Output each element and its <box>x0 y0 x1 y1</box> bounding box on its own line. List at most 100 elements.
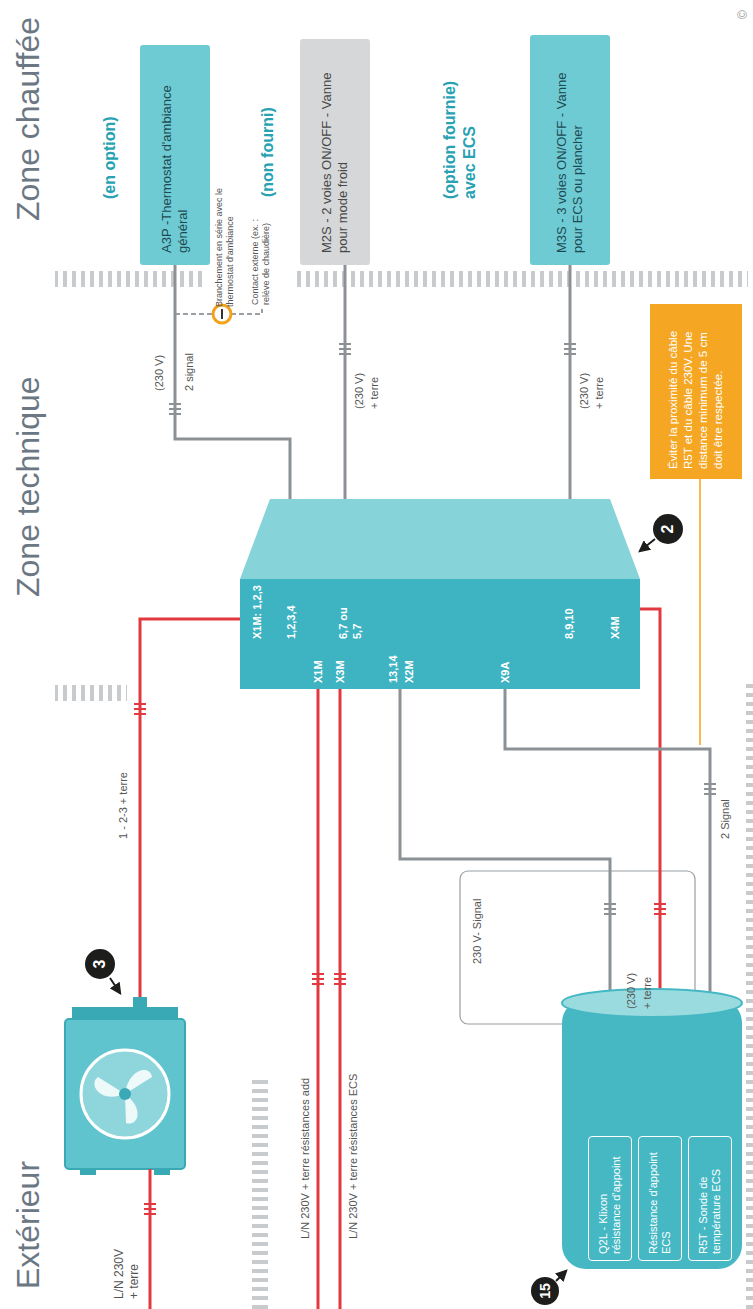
label-wrapper: (option fournie) avec ECS <box>440 49 480 199</box>
callout-arrow <box>640 539 655 551</box>
label-wrapper: + terre <box>592 349 606 409</box>
zone-separator <box>55 685 127 701</box>
tank-body <box>562 999 742 1269</box>
cable-label: L/N 230V + terre résistances ECS <box>346 1004 360 1239</box>
option-heading: (non fourni) <box>258 47 278 197</box>
box-text: A3P -Thermostat d'ambiance général <box>159 57 192 253</box>
cable-tick <box>604 908 616 910</box>
dashed-line <box>231 309 262 314</box>
terminal-label: X3M <box>333 641 347 683</box>
callout-number: 15 <box>537 1283 553 1299</box>
terminal-label: 13,14 <box>386 641 400 683</box>
cable-tick <box>144 1213 156 1215</box>
fan-blades <box>94 1070 152 1124</box>
cable-label: 230 V- Signal <box>470 899 484 964</box>
cable-label: 2 Signal <box>718 799 732 839</box>
cable-tick <box>312 983 324 985</box>
unit-side <box>72 1007 178 1019</box>
cable-tick <box>654 913 666 915</box>
unit-front-face <box>240 579 640 689</box>
note-text: Contact externe (ex. : relève de chaudiè… <box>250 205 272 305</box>
terminal-label: 8,9,10 <box>562 581 576 639</box>
terminal-wrapper: 8,9,10 <box>562 581 576 639</box>
callout-number: 2 <box>659 525 677 534</box>
option-heading: (en option) <box>100 29 120 199</box>
cable-label: (230 V) <box>352 373 366 409</box>
cable-tick <box>564 353 576 355</box>
terminal-label: 1,2,3,4 <box>284 581 298 639</box>
cable-tick <box>604 903 616 905</box>
label-wrapper: (non fourni) <box>258 47 278 197</box>
label-wrapper: 1 - 2-3 + terre <box>116 709 130 839</box>
zone-separator <box>55 271 753 1309</box>
box-text: Éviter la proximité du câble R5T et du c… <box>666 314 726 469</box>
callout-arrow <box>110 978 120 993</box>
label-wrapper: Zone chauffée <box>8 6 48 221</box>
label-wrapper: 2 <box>653 514 683 544</box>
zone-separator <box>252 1077 268 1309</box>
cable-label: 2 signal <box>182 321 196 391</box>
warning-note: Éviter la proximité du câble R5T et du c… <box>650 304 742 479</box>
terminal-wrapper: X3M <box>333 641 347 683</box>
terminal-wrapper: 6,7 ou 5,7 <box>336 603 364 639</box>
unit-connector <box>133 997 147 1007</box>
cable-tick <box>339 353 351 355</box>
terminal-wrapper: X1M: 1,2,3 <box>250 579 264 639</box>
cable-tick <box>654 908 666 910</box>
terminal-wrapper: X1M <box>311 641 325 683</box>
cable-label: + terre <box>640 949 654 1009</box>
cable-tick <box>312 978 324 980</box>
callout-arrow <box>556 1271 566 1281</box>
box-text: Résistance d'appoint ECS <box>647 1143 673 1254</box>
zone-separator <box>292 271 748 287</box>
cable-tick <box>704 793 716 795</box>
terminal-wrapper: 13,14 <box>386 641 400 683</box>
terminal-label: X2M <box>402 641 416 683</box>
unit-body <box>65 1019 185 1169</box>
fan-hub <box>119 1088 131 1100</box>
cable-tick <box>339 348 351 350</box>
cable-tick <box>169 403 181 405</box>
valve-box: M3S - 3 voies ON/OFF - Vanne pour ECS ou… <box>530 35 610 265</box>
box-text: M3S - 3 voies ON/OFF - Vanne pour ECS ou… <box>554 47 587 253</box>
zone-title: Zone technique <box>8 297 48 597</box>
zone-separator <box>746 679 753 1309</box>
label-wrapper: 3 <box>85 949 115 979</box>
cable-label: 1 - 2-3 + terre <box>116 709 130 839</box>
outdoor-unit <box>65 997 185 1175</box>
cable-label: + terre <box>367 349 381 409</box>
indoor-unit: X1M: 1,2,31,2,3,46,7 ou 5,78,9,10X4MX1MX… <box>240 499 640 689</box>
cable-label: L/N 230V + terre <box>112 1241 142 1299</box>
cable-tick <box>144 1203 156 1205</box>
terminal-label: X9A <box>498 641 512 683</box>
cable-tick <box>564 343 576 345</box>
terminal-wrapper: X2M <box>402 641 416 683</box>
cable-tick <box>144 1208 156 1210</box>
label-wrapper: + terre <box>367 349 381 409</box>
cable-tick <box>134 713 146 715</box>
cable-tick <box>334 983 346 985</box>
unit-side-face <box>240 499 640 579</box>
terminal-wrapper: X9A <box>498 641 512 683</box>
fan-grille <box>81 1050 169 1138</box>
contact-symbol <box>213 305 231 323</box>
cable-label: (230 V) <box>152 355 166 391</box>
callout-circle <box>531 1277 559 1305</box>
contact-symbol <box>221 309 223 319</box>
power-cable <box>317 689 320 1309</box>
cable-tick <box>604 913 616 915</box>
terminal-wrapper: 1,2,3,4 <box>284 581 298 639</box>
label-wrapper: L/N 230V + terre résistances ECS <box>346 1004 360 1239</box>
power-cable <box>149 1169 152 1309</box>
zone-title: Zone chauffée <box>8 6 48 221</box>
label-wrapper: L/N 230V + terre <box>112 1241 142 1299</box>
cable-label: L/N 230V + terre résistances add <box>298 1004 312 1239</box>
zone-title: Extérieur <box>8 1049 48 1289</box>
terminal-label: X1M <box>311 641 325 683</box>
tank-component: Q2L - Klixon résistance d'appoint <box>588 1136 632 1261</box>
unit-shape <box>240 499 640 689</box>
cable-tick <box>704 788 716 790</box>
box-text: M2S - 2 voies ON/OFF - Vanne pour mode f… <box>319 51 352 253</box>
box-text: R5T - Sonde de température ECS <box>697 1143 723 1254</box>
